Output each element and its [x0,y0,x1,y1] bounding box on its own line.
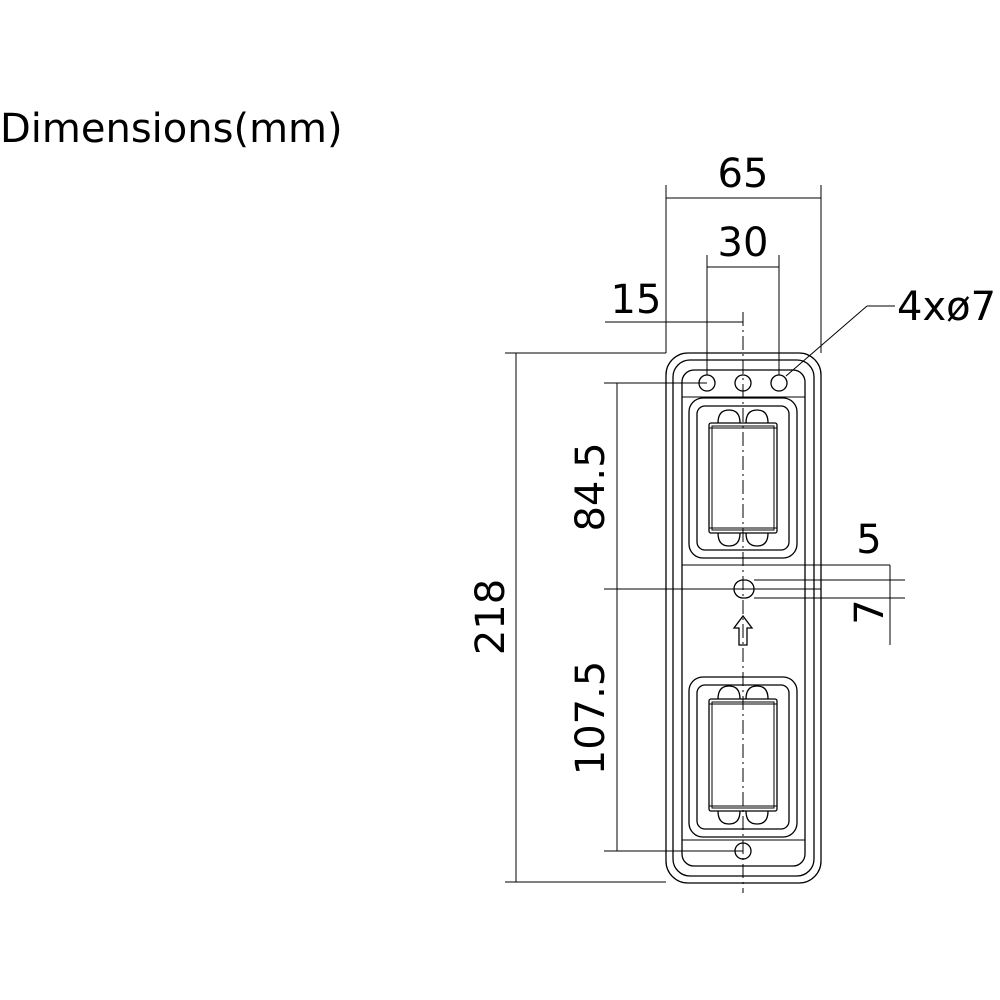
dim-slot-width: 5 [754,517,890,566]
dim-label-overall-width: 65 [718,151,769,197]
dim-overall-height: 218 [468,352,666,883]
dim-label-upper-to-slot: 84.5 [568,442,614,531]
up-arrow-icon [732,614,754,646]
dim-label-slot-to-bottom-hole: 107.5 [568,661,614,776]
callout-holes: 4xø7 [785,284,996,377]
dim-label-overall-height: 218 [468,579,514,655]
dim-slot-to-bottom-hole: 107.5 [568,589,743,852]
dim-label-hole-offset: 15 [611,277,662,323]
dim-upper-to-slot: 84.5 [568,382,743,590]
dim-overall-width: 65 [665,151,822,353]
dim-hole-pitch: 30 [706,220,780,375]
drawing-title: Dimensions(mm) [0,106,343,152]
dim-slot-length: 7 [754,565,905,645]
callout-label-holes: 4xø7 [897,284,996,330]
dim-label-slot-width: 5 [856,517,881,563]
dim-label-hole-pitch: 30 [718,220,769,266]
dim-label-slot-length: 7 [847,599,893,624]
dim-hole-offset: 15 [605,277,743,323]
